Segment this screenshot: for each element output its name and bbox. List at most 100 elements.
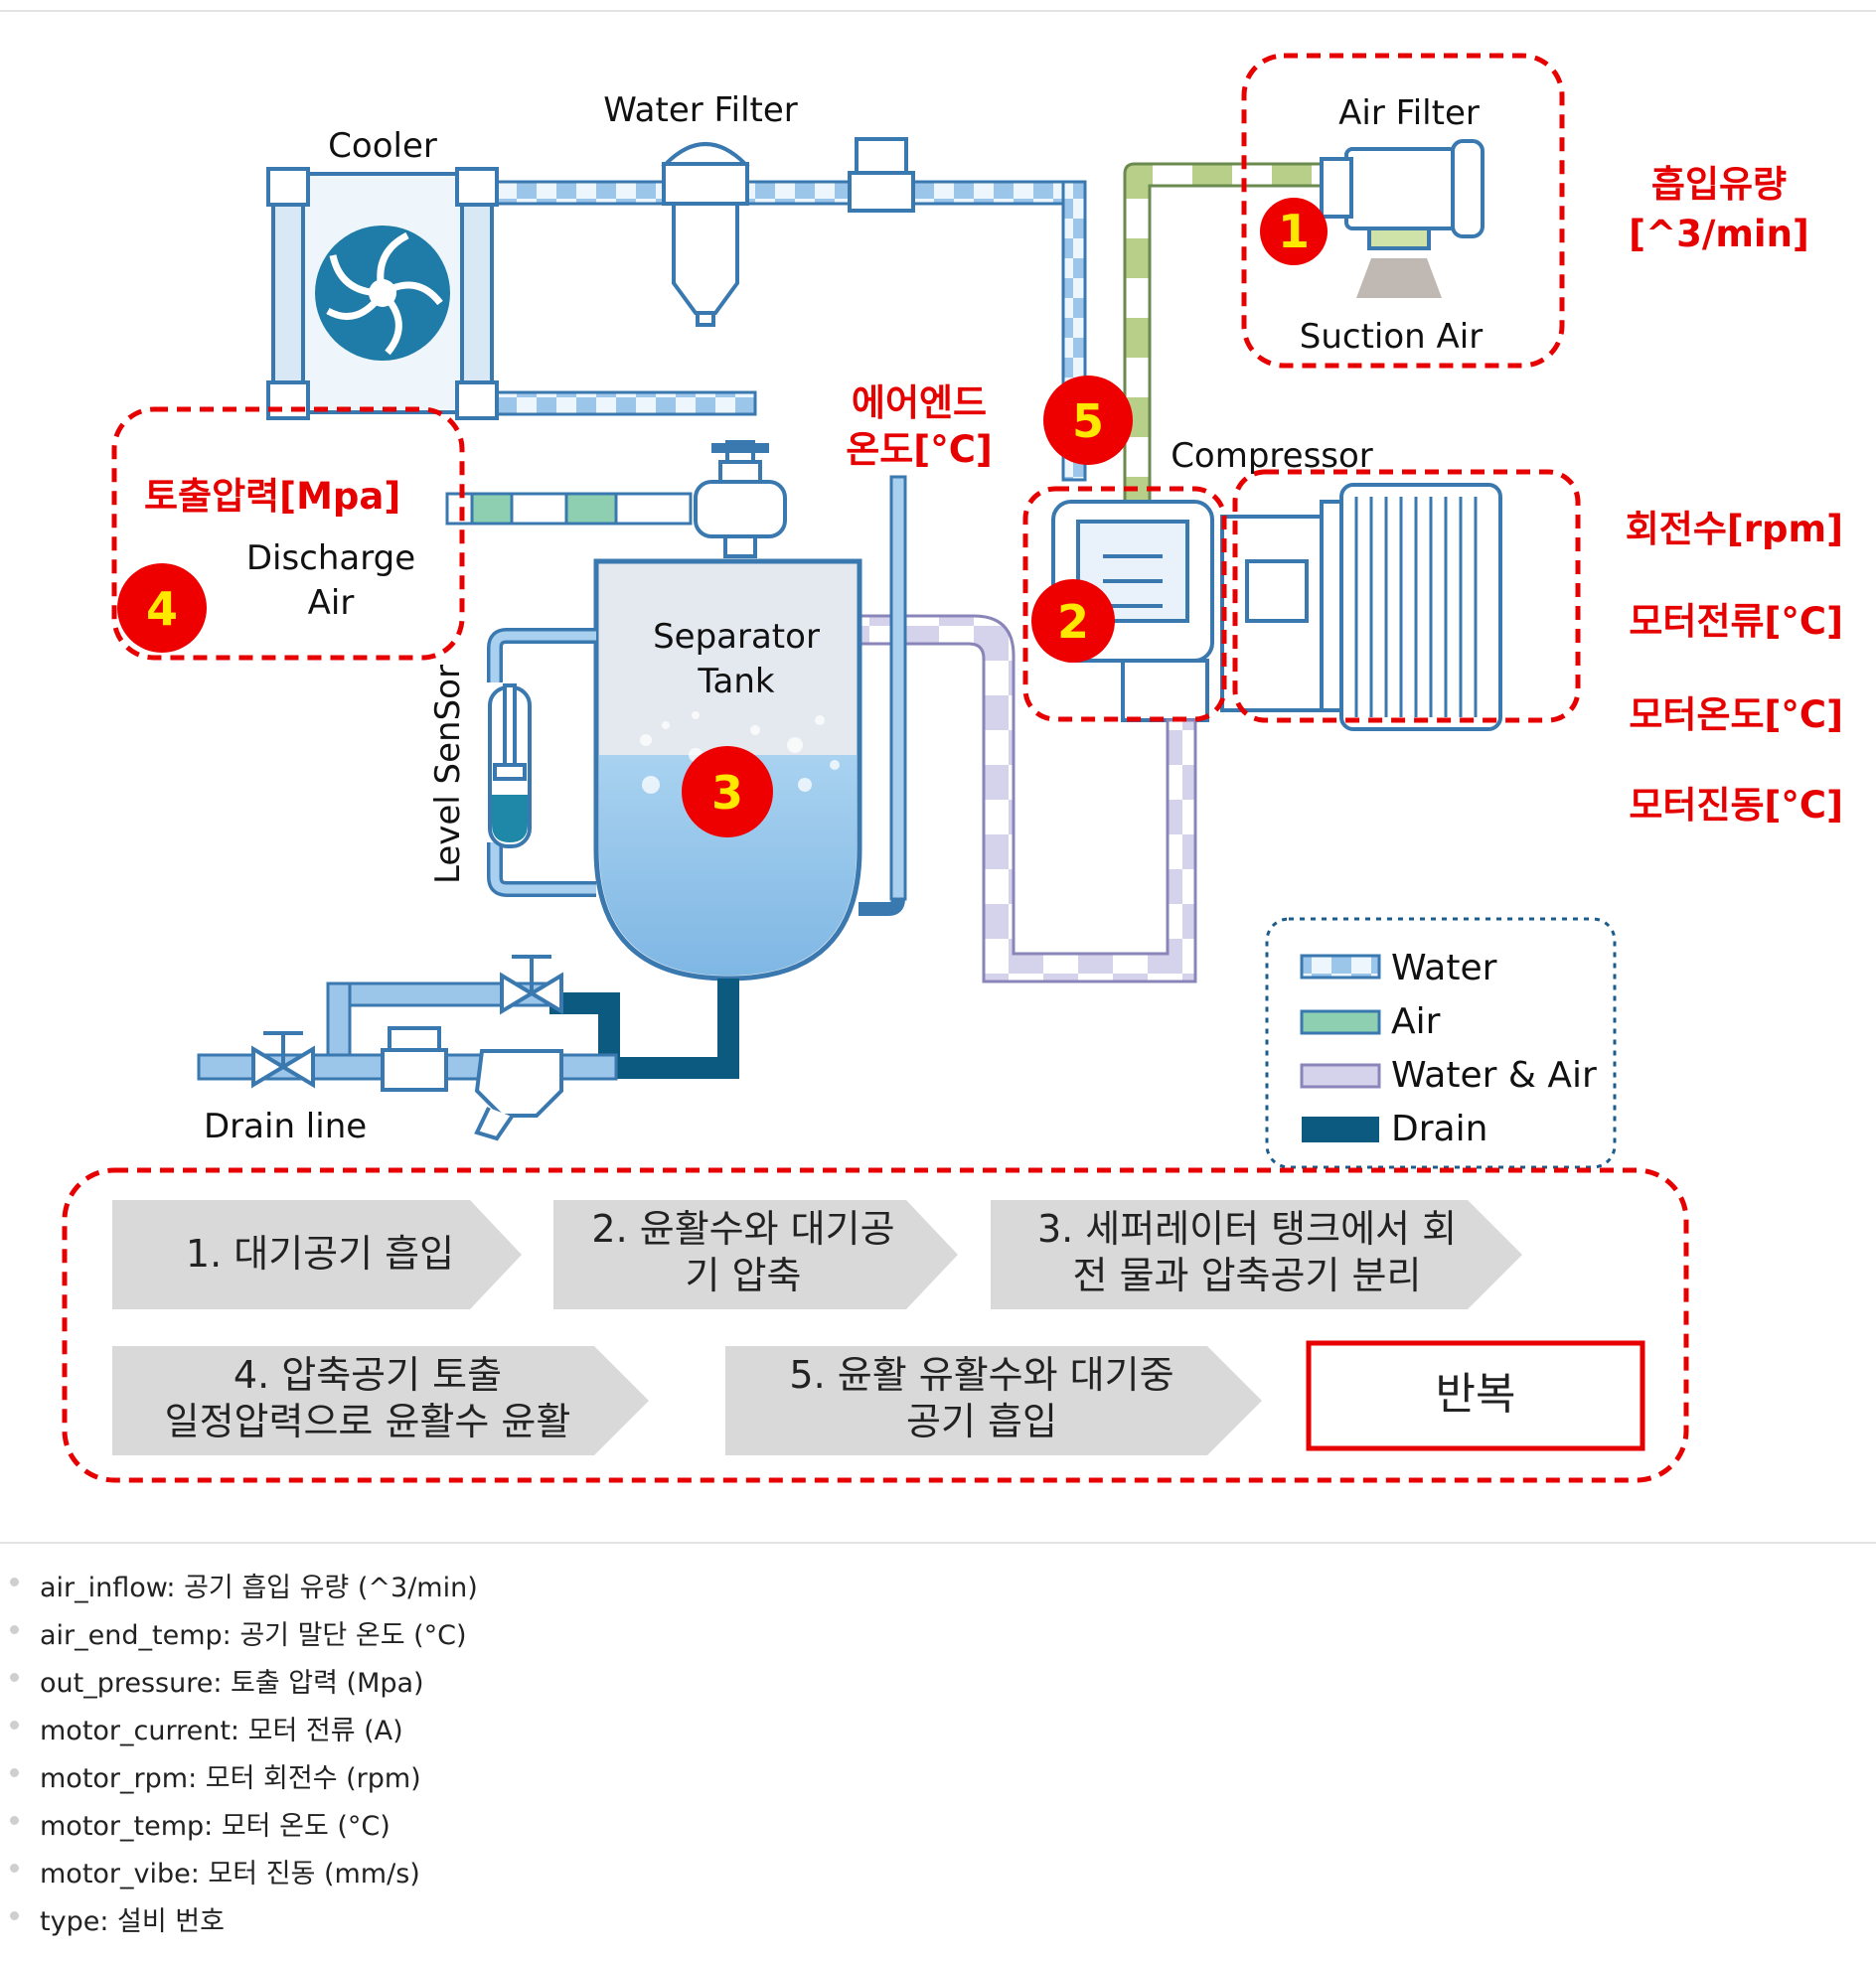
tank-label: Tank <box>697 662 775 701</box>
air-filter-label: Air Filter <box>1338 93 1480 133</box>
compressor <box>1051 500 1214 722</box>
air-filter-box <box>1241 53 1565 369</box>
marker-2: 2 <box>1031 579 1115 663</box>
list-item-text: air_end_temp: 공기 말단 온도 (°C) <box>40 1620 467 1651</box>
list-item-text: air_inflow: 공기 흡입 유량 (^3/min) <box>40 1573 478 1603</box>
bullet-icon <box>10 1816 19 1825</box>
air-inflow-label: 흡입유량 <box>1651 163 1787 206</box>
svg-text:공기 흡입: 공기 흡입 <box>906 1400 1057 1443</box>
level-sensor <box>487 628 596 897</box>
discharge-pipe <box>445 492 693 526</box>
list-item: air_inflow: 공기 흡입 유량 (^3/min) <box>10 1565 478 1612</box>
discharge-box <box>111 406 465 661</box>
motor <box>1220 483 1502 731</box>
suction-air-label: Suction Air <box>1300 317 1483 357</box>
svg-text:4: 4 <box>146 582 178 636</box>
svg-text:3: 3 <box>711 766 743 820</box>
compressor-label: Compressor <box>1171 436 1373 476</box>
bullet-icon <box>10 1768 19 1777</box>
step-5: 5. 윤활 유활수와 대기중 공기 흡입 <box>725 1346 1262 1455</box>
cooler-label: Cooler <box>328 126 437 166</box>
water-pipe <box>485 180 1087 482</box>
middle-divider <box>0 1542 1876 1544</box>
air-end-temp-unit: 온도[°C] <box>846 428 993 471</box>
svg-text:4. 압축공기 토출: 4. 압축공기 토출 <box>234 1353 502 1397</box>
bullet-icon <box>10 1578 19 1586</box>
compressor-box <box>1022 486 1227 722</box>
temp-tube-bend <box>859 898 905 916</box>
svg-text:5: 5 <box>1072 394 1104 448</box>
marker-5: 5 <box>1043 376 1133 465</box>
legend-water-air-swatch <box>1300 1063 1381 1089</box>
bullet-icon <box>10 1911 19 1920</box>
repeat-box: 반복 <box>1306 1340 1645 1451</box>
svg-text:기 압축: 기 압축 <box>686 1254 802 1297</box>
air-end-temp-label: 에어엔드 <box>852 381 987 424</box>
water-filter-label: Water Filter <box>603 90 798 130</box>
svg-text:2: 2 <box>1057 595 1089 649</box>
marker-1: 1 <box>1260 198 1328 265</box>
svg-text:전 물과 압축공기 분리: 전 물과 압축공기 분리 <box>1073 1254 1422 1297</box>
temp-tube <box>889 475 907 901</box>
list-item-text: motor_temp: 모터 온도 (°C) <box>40 1811 391 1842</box>
motor-rpm-label: 회전수[rpm] <box>1626 508 1843 550</box>
list-item-text: motor_vibe: 모터 진동 (mm/s) <box>40 1859 420 1889</box>
compressor-flow-diagram: Water Air Water & Air Drain Cooler Water… <box>62 53 1843 1483</box>
step-4: 4. 압축공기 토출 일정압력으로 윤활수 윤활 <box>112 1346 649 1455</box>
svg-text:반복: 반복 <box>1436 1369 1516 1420</box>
legend-water-swatch <box>1300 954 1381 980</box>
list-item: air_end_temp: 공기 말단 온도 (°C) <box>10 1612 478 1660</box>
list-item-text: motor_rpm: 모터 회전수 (rpm) <box>40 1763 421 1794</box>
legend-drain: Drain <box>1391 1109 1487 1149</box>
discharge-valve <box>694 440 787 558</box>
water-filter <box>661 142 750 327</box>
marker-4: 4 <box>117 563 207 653</box>
air-label: Air <box>308 583 355 623</box>
list-item-text: motor_current: 모터 전류 (A) <box>40 1716 403 1746</box>
flow-sensor <box>848 137 915 213</box>
air-filter <box>1320 139 1485 298</box>
motor-vibe-label: 모터진동[°C] <box>1629 784 1843 827</box>
list-item: motor_vibe: 모터 진동 (mm/s) <box>10 1851 478 1898</box>
bullet-icon <box>10 1864 19 1873</box>
list-item: motor_temp: 모터 온도 (°C) <box>10 1803 478 1851</box>
step-3: 3. 세퍼레이터 탱크에서 회 전 물과 압축공기 분리 <box>991 1200 1522 1309</box>
cooler <box>266 167 499 420</box>
motor-temp-label: 모터온도[°C] <box>1629 693 1843 736</box>
discharge-label: Discharge <box>246 538 415 578</box>
step-2: 2. 윤활수와 대기공 기 압축 <box>553 1200 958 1309</box>
list-item: motor_current: 모터 전류 (A) <box>10 1708 478 1755</box>
list-item-text: out_pressure: 토출 압력 (Mpa) <box>40 1668 424 1699</box>
field-list: air_inflow: 공기 흡입 유량 (^3/min) air_end_te… <box>10 1565 478 1946</box>
bullet-icon <box>10 1625 19 1634</box>
legend-air-swatch <box>1300 1009 1381 1035</box>
legend: Water Air Water & Air Drain <box>1265 917 1617 1169</box>
drain-line-label: Drain line <box>204 1107 367 1146</box>
out-pressure-label: 토출압력[Mpa] <box>144 475 400 518</box>
list-item-text: type: 설비 번호 <box>40 1906 225 1937</box>
level-sensor-label: Level SenSor <box>428 665 468 884</box>
svg-text:1: 1 <box>1278 205 1310 258</box>
svg-text:3. 세퍼레이터 탱크에서 회: 3. 세퍼레이터 탱크에서 회 <box>1037 1207 1457 1251</box>
motor-current-label: 모터전류[°C] <box>1629 600 1843 643</box>
list-item: motor_rpm: 모터 회전수 (rpm) <box>10 1755 478 1803</box>
legend-water: Water <box>1391 948 1497 988</box>
svg-text:5. 윤활 유활수와 대기중: 5. 윤활 유활수와 대기중 <box>789 1353 1173 1397</box>
top-divider <box>0 10 1876 12</box>
legend-air: Air <box>1391 1001 1441 1042</box>
svg-text:일정압력으로 윤활수 윤활: 일정압력으로 윤활수 윤활 <box>165 1400 571 1443</box>
separator-label: Separator <box>653 617 820 657</box>
legend-water-air: Water & Air <box>1391 1055 1597 1096</box>
process-steps-box <box>62 1167 1689 1483</box>
step-1: 1. 대기공기 흡입 <box>112 1200 522 1309</box>
legend-drain-swatch <box>1302 1117 1379 1142</box>
motor-box <box>1232 469 1581 723</box>
svg-text:2. 윤활수와 대기공: 2. 윤활수와 대기공 <box>591 1207 894 1251</box>
air-intake-pipe <box>1123 162 1355 506</box>
list-item: out_pressure: 토출 압력 (Mpa) <box>10 1660 478 1708</box>
drain-valves <box>251 955 563 1141</box>
svg-text:1. 대기공기 흡입: 1. 대기공기 흡입 <box>186 1232 454 1276</box>
bullet-icon <box>10 1673 19 1682</box>
air-inflow-unit: [^3/min] <box>1629 213 1809 255</box>
bullet-icon <box>10 1721 19 1730</box>
